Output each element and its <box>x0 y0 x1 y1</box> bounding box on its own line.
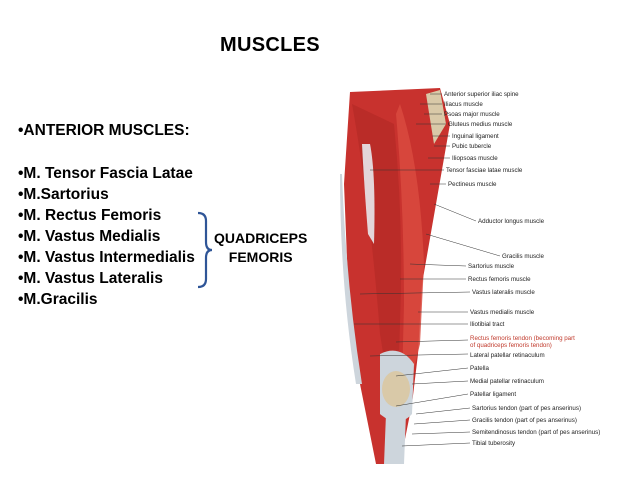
list-item: •M. Vastus Intermedialis <box>18 249 195 266</box>
label-iliopsoas: Iliopsoas muscle <box>452 155 498 162</box>
label-iliacus: Iliacus muscle <box>444 101 483 108</box>
label-inguinal-ligament: Inguinal ligament <box>452 133 499 140</box>
label-gluteus-medius: Gluteus medius muscle <box>448 121 513 128</box>
label-vastus-lateralis: Vastus lateralis muscle <box>472 289 535 296</box>
slide-title: MUSCLES <box>220 34 320 56</box>
label-rectus-femoris: Rectus femoris muscle <box>468 276 531 283</box>
label-patella: Patella <box>470 365 489 372</box>
label-vastus-medialis: Vastus medialis muscle <box>470 309 535 316</box>
label-gracilis-tendon: Gracilis tendon (part of pes anserinus) <box>472 417 577 424</box>
label-sartorius-tendon: Sartorius tendon (part of pes anserinus) <box>472 405 581 412</box>
leader-lines <box>354 93 501 447</box>
label-tensor-fasciae-latae: Tensor fasciae latae muscle <box>446 167 523 174</box>
list-item: •M.Sartorius <box>18 186 109 203</box>
list-item: •M. Vastus Lateralis <box>18 270 163 287</box>
thigh-anatomy-illustration: Anterior superior iliac spine Iliacus mu… <box>340 88 600 464</box>
label-medial-patellar-retinaculum: Medial patellar retinaculum <box>470 378 544 385</box>
label-pubic-tubercle: Pubic tubercle <box>452 143 492 150</box>
list-item: •M. Rectus Femoris <box>18 207 162 224</box>
thigh-muscles-drawing <box>340 88 450 464</box>
list-item: •M. Vastus Medialis <box>18 228 161 245</box>
list-gap <box>18 141 195 163</box>
label-pectineus: Pectineus muscle <box>448 181 497 188</box>
label-rectus-femoris-tendon-2: of quadriceps femoris tendon) <box>470 342 552 349</box>
label-adductor-longus: Adductor longus muscle <box>478 218 545 225</box>
muscle-list: •ANTERIOR MUSCLES: •M. Tensor Fascia Lat… <box>18 120 195 310</box>
list-item: •M. Tensor Fascia Latae <box>18 165 193 182</box>
label-tibial-tuberosity: Tibial tuberosity <box>472 440 516 447</box>
label-lateral-patellar-retinaculum: Lateral patellar retinaculum <box>470 352 545 359</box>
label-rectus-femoris-tendon: Rectus femoris tendon (becoming part <box>470 335 575 342</box>
label-iliotibial-tract: Iliotibial tract <box>470 321 505 328</box>
quadriceps-label: QUADRICEPS FEMORIS <box>214 229 307 267</box>
label-psoas: Psoas major muscle <box>444 111 500 118</box>
list-heading: •ANTERIOR MUSCLES: <box>18 122 190 139</box>
list-item: •M.Gracilis <box>18 291 98 308</box>
quadriceps-line2: FEMORIS <box>228 249 293 265</box>
label-asis: Anterior superior iliac spine <box>444 91 519 98</box>
label-semitendinosus-tendon: Semitendinosus tendon (part of pes anser… <box>472 429 600 436</box>
quadriceps-line1: QUADRICEPS <box>214 230 308 246</box>
label-sartorius: Sartorius muscle <box>468 263 515 270</box>
label-patellar-ligament: Patellar ligament <box>470 391 516 398</box>
label-gracilis: Gracilis muscle <box>502 253 545 260</box>
curly-brace-icon <box>197 211 213 289</box>
